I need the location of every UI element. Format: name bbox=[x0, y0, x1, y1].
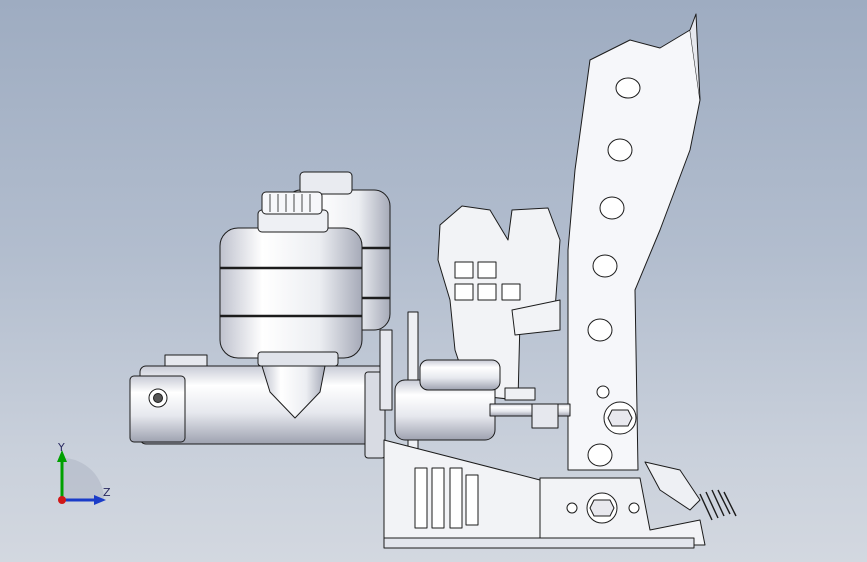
y-axis-label: Y bbox=[58, 441, 65, 454]
x-axis-dot bbox=[58, 496, 66, 504]
pedal-bracket-rear bbox=[437, 205, 561, 401]
axis-triad bbox=[57, 450, 106, 505]
pushrod-assembly bbox=[379, 311, 571, 463]
pedal-arm bbox=[567, 13, 701, 471]
base-plate bbox=[383, 439, 706, 549]
z-axis-label: Z bbox=[103, 486, 111, 499]
adjuster-spring bbox=[644, 461, 737, 521]
front-reservoir bbox=[219, 191, 363, 367]
master-cylinder-body bbox=[129, 354, 386, 459]
